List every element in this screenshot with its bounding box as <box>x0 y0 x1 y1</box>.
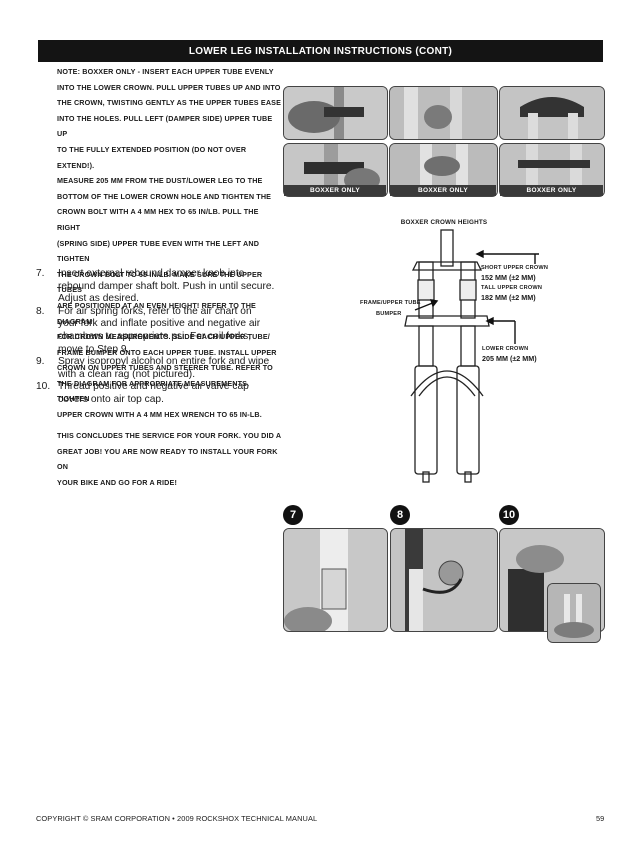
note-line: TO THE FULLY EXTENDED POSITION (DO NOT O… <box>57 144 247 170</box>
step-line: Spray isopropyl alcohol on entire fork a… <box>58 356 270 368</box>
step-item-10: 10. Thread positive and negative air val… <box>36 381 284 406</box>
note-line: NOTE: BOXXER ONLY - INSERT EACH UPPER TU… <box>57 67 274 76</box>
step-number: 9. <box>36 356 45 368</box>
note-line: INTO THE LOWER CROWN. PULL UPPER TUBES U… <box>57 82 281 92</box>
note-line: ARE POSITIONED AT AN EVEN HEIGHT! REFER … <box>57 300 256 326</box>
photo-rebound-knob <box>283 528 388 632</box>
step-text: Insert external rebound damper knob into… <box>58 268 274 306</box>
step-text: Spray isopropyl alcohol on entire fork a… <box>58 356 269 381</box>
bumper-label: FRAME/UPPER TUBE <box>360 300 421 306</box>
note-line: THE CROWN BOLT TO 65 IN/LB. MAKE SURE TH… <box>57 269 263 295</box>
note-line: THE CROWN, TWISTING GENTLY AS THE UPPER … <box>57 98 282 108</box>
step-list: 7. Insert external rebound damper knob i… <box>36 268 284 407</box>
note-line: CROWN BOLT WITH A 4 MM HEX TO 65 IN/LB. … <box>57 207 259 232</box>
bumper-label-2: BUMPER <box>376 311 402 317</box>
conclusion-line: GREAT JOB! YOU ARE NOW READY TO INSTALL … <box>57 446 278 472</box>
step-line: move to Step 9. <box>58 343 130 355</box>
note-line: MEASURE 205 MM FROM THE DUST/LOWER LEG T… <box>57 176 263 186</box>
step-badge-10: 10 <box>499 505 519 525</box>
note-line: UPPER CROWN WITH A 4 MM HEX WRENCH TO 65… <box>57 410 262 420</box>
step-badge-7: 7 <box>283 505 303 525</box>
section-header: LOWER LEG INSTALLATION INSTRUCTIONS (CON… <box>38 40 603 62</box>
note-line: (SPRING SIDE) UPPER TUBE EVEN WITH THE L… <box>57 238 260 264</box>
step-line: your fork and inflate positive and negat… <box>58 318 261 330</box>
step-line: covers onto air top cap. <box>58 393 164 405</box>
photo-tube-insert-2 <box>389 86 498 140</box>
photo-tube-insert-3 <box>499 86 605 140</box>
step-line: chambers to appropriate psi. For coil fo… <box>58 330 252 342</box>
note-line: CROWN ON UPPER TUBES AND STEERER TUBE. R… <box>57 363 273 373</box>
caption-text: BOXXER ONLY <box>417 187 468 194</box>
photo-inset-valve <box>547 583 601 643</box>
note-line: BOTTOM OF THE LOWER CROWN HOLE AND TIGHT… <box>57 191 272 201</box>
step-number: 8. <box>36 305 45 317</box>
page-number: 59 <box>596 814 605 823</box>
lower-crown-value: 205 MM (±2 MM) <box>482 354 537 363</box>
step-item-7: 7. Insert external rebound damper knob i… <box>36 268 284 306</box>
step-line: Thread positive and negative air valve c… <box>58 381 249 393</box>
step-number: 7. <box>36 268 45 279</box>
note-line: FOR CROWN MEASUREMENTS. SLIDE EACH UPPER… <box>57 332 270 342</box>
section-title: LOWER LEG INSTALLATION INSTRUCTIONS (CON… <box>188 45 453 57</box>
note-line: THE DIAGRAM FOR APPROPRIATE MEASUREMENTS… <box>57 378 250 404</box>
photo-caption: BOXXER ONLY <box>390 185 496 196</box>
short-crown-label: SHORT UPPER CROWN <box>481 265 549 271</box>
step-number: 10. <box>36 381 51 393</box>
photo-caption: BOXXER ONLY <box>284 185 386 196</box>
step-line: Adjust as desired. <box>58 293 139 305</box>
conclusion-note: THIS CONCLUDES THE SERVICE FOR YOUR FORK… <box>57 428 282 490</box>
conclusion-line: THIS CONCLUDES THE SERVICE FOR YOUR FORK… <box>57 431 282 440</box>
photo-tube-insert-1 <box>283 86 388 140</box>
diagram-title: BOXXER CROWN HEIGHTS <box>400 219 488 226</box>
caption-text: BOXXER ONLY <box>309 187 360 194</box>
short-crown-value: 152 MM (±2 MM) <box>481 273 536 282</box>
step-item-9: 9. Spray isopropyl alcohol on entire for… <box>36 356 284 381</box>
step-line: rebound damper shaft bolt. Push in until… <box>58 280 275 292</box>
step-badge-8: 8 <box>390 505 410 525</box>
step-line: For air spring forks, refer to the air c… <box>58 305 252 317</box>
note-line: FRAME BUMPER ONTO EACH UPPER TUBE. INSTA… <box>57 347 277 357</box>
boxxer-note: NOTE: BOXXER ONLY - INSERT EACH UPPER TU… <box>57 64 282 423</box>
step-line: with a clean rag (not pictured). <box>58 368 196 380</box>
footer-copyright: COPYRIGHT © SRAM CORPORATION • 2009 ROCK… <box>36 814 318 823</box>
conclusion-line: YOUR BIKE AND GO FOR A RIDE! <box>57 477 177 487</box>
photo-caption: BOXXER ONLY <box>500 185 603 196</box>
step-text: For air spring forks, refer to the air c… <box>58 306 260 356</box>
fork-crown-diagram <box>404 229 539 483</box>
step-item-8: 8. For air spring forks, refer to the ai… <box>36 306 284 356</box>
step-text: Thread positive and negative air valve c… <box>58 381 249 406</box>
tall-crown-value: 182 MM (±2 MM) <box>481 293 536 302</box>
caption-text: BOXXER ONLY <box>526 187 577 194</box>
note-line: INTO THE HOLES. PULL LEFT (DAMPER SIDE) … <box>57 113 273 139</box>
lower-crown-label: LOWER CROWN <box>482 346 529 352</box>
photo-air-pump <box>390 528 498 632</box>
step-line: Insert external rebound damper knob into <box>58 268 245 279</box>
tall-crown-label: TALL UPPER CROWN <box>481 285 543 291</box>
